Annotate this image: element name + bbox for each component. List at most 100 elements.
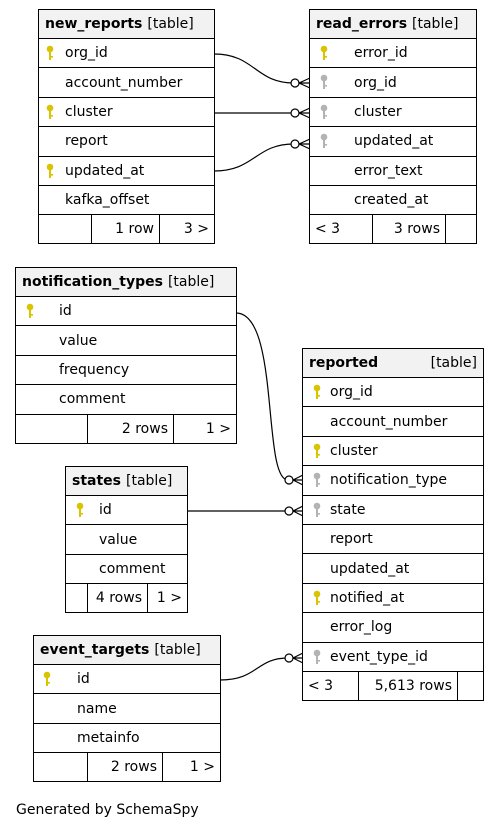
- column-row[interactable]: report: [303, 525, 483, 555]
- primary-key-icon: [46, 45, 54, 60]
- column-row[interactable]: account_number: [39, 68, 214, 98]
- children-link[interactable]: 1 >: [189, 759, 215, 776]
- table-states[interactable]: states [table] id value comment 4 rows 1…: [65, 466, 188, 614]
- footer-cell: [66, 584, 88, 613]
- column-name: error_id: [354, 45, 408, 62]
- column-row[interactable]: org_id: [303, 378, 483, 408]
- table-footer: 2 rows 1 >: [16, 414, 236, 443]
- table-header: notification_types [table]: [16, 268, 236, 297]
- table-notification-types[interactable]: notification_types [table] id value freq…: [15, 267, 237, 444]
- column-row[interactable]: notification_type: [303, 466, 483, 496]
- column-row[interactable]: cluster: [303, 437, 483, 467]
- foreign-key-icon: [313, 649, 321, 664]
- column-row[interactable]: org_id: [310, 68, 476, 98]
- column-row[interactable]: cluster: [39, 98, 214, 128]
- table-header: reported [table]: [303, 349, 483, 378]
- column-name: notified_at: [330, 589, 405, 606]
- column-name: comment: [59, 391, 126, 408]
- table-new-reports[interactable]: new_reports [table] org_id account_numbe…: [38, 9, 215, 245]
- column-name: cluster: [330, 442, 378, 459]
- column-row[interactable]: updated_at: [310, 127, 476, 157]
- foreign-key-icon: [313, 472, 321, 488]
- column-row[interactable]: error_log: [303, 613, 483, 643]
- children-link[interactable]: 1 >: [156, 590, 182, 607]
- column-row[interactable]: org_id: [39, 39, 214, 69]
- column-row[interactable]: id: [16, 297, 236, 327]
- column-name: report: [330, 531, 373, 548]
- table-type-tag: [table]: [430, 355, 477, 371]
- table-type-tag: [table]: [147, 16, 194, 32]
- column-name: value: [99, 531, 138, 548]
- primary-key-icon: [313, 443, 321, 458]
- column-name: id: [99, 502, 112, 519]
- row-count: 4 rows: [88, 584, 148, 613]
- column-row[interactable]: error_id: [310, 39, 476, 69]
- column-row[interactable]: error_text: [310, 157, 476, 186]
- column-row[interactable]: updated_at: [39, 157, 214, 186]
- column-name: value: [59, 332, 98, 349]
- column-name: created_at: [354, 192, 429, 209]
- row-count: 2 rows: [88, 414, 174, 443]
- row-count: 5,613 rows: [359, 671, 458, 700]
- column-row[interactable]: frequency: [16, 356, 236, 386]
- row-count: 1 row: [92, 215, 160, 244]
- column-name: kafka_offset: [65, 192, 150, 209]
- column-name: id: [77, 671, 90, 688]
- parents-link[interactable]: < 3: [310, 215, 373, 244]
- column-row[interactable]: report: [39, 127, 214, 157]
- primary-key-icon: [313, 590, 321, 605]
- relation-line-notification-type: [235, 312, 289, 481]
- children-link[interactable]: 1 >: [205, 420, 231, 437]
- column-name: event_type_id: [330, 648, 428, 665]
- column-name: error_log: [330, 619, 393, 636]
- table-name: event_targets: [40, 642, 150, 658]
- table-footer: < 3 3 rows: [310, 215, 476, 244]
- relation-line-org-id: [213, 53, 295, 84]
- column-row[interactable]: value: [66, 525, 187, 555]
- table-type-tag: [table]: [126, 473, 173, 489]
- column-row[interactable]: value: [16, 326, 236, 356]
- column-row[interactable]: event_type_id: [303, 643, 483, 672]
- table-reported[interactable]: reported [table] org_id account_number c…: [302, 348, 484, 701]
- children-link[interactable]: 3 >: [183, 221, 209, 238]
- column-row[interactable]: comment: [66, 555, 187, 585]
- foreign-key-icon: [313, 502, 321, 517]
- primary-key-icon: [46, 104, 54, 119]
- table-name: reported: [309, 355, 379, 371]
- footer-cell: [34, 753, 88, 782]
- table-read-errors[interactable]: read_errors [table] error_id org_id clus…: [309, 9, 477, 245]
- table-name: states: [72, 473, 121, 489]
- primary-key-icon: [43, 671, 51, 686]
- column-name: org_id: [354, 74, 397, 91]
- column-row[interactable]: id: [66, 496, 187, 526]
- column-row[interactable]: account_number: [303, 407, 483, 437]
- column-row[interactable]: cluster: [310, 98, 476, 128]
- column-row[interactable]: id: [34, 665, 220, 695]
- column-name: frequency: [59, 361, 130, 378]
- table-name: notification_types: [22, 274, 163, 290]
- table-name: read_errors: [316, 16, 408, 32]
- column-row[interactable]: updated_at: [303, 554, 483, 584]
- table-footer: 2 rows 1 >: [34, 753, 220, 782]
- relation-line-event-type-id: [219, 657, 289, 681]
- parents-link[interactable]: < 3: [303, 671, 359, 700]
- footer-cell: [16, 414, 88, 443]
- column-name: report: [65, 133, 108, 150]
- foreign-key-icon: [320, 75, 328, 90]
- column-name: comment: [99, 560, 166, 577]
- column-row[interactable]: name: [34, 694, 220, 724]
- footer-cell: [39, 215, 92, 244]
- column-row[interactable]: notified_at: [303, 584, 483, 614]
- column-row[interactable]: comment: [16, 385, 236, 415]
- column-name: updated_at: [354, 133, 434, 150]
- column-row[interactable]: kafka_offset: [39, 186, 214, 216]
- table-footer: 1 row 3 >: [39, 215, 214, 244]
- column-row[interactable]: metainfo: [34, 724, 220, 754]
- column-name: name: [77, 700, 117, 717]
- table-header: read_errors [table]: [310, 10, 476, 39]
- column-row[interactable]: state: [303, 496, 483, 525]
- column-row[interactable]: created_at: [310, 186, 476, 216]
- table-event-targets[interactable]: event_targets [table] id name metainfo 2…: [33, 635, 221, 783]
- foreign-key-icon: [320, 104, 328, 119]
- table-header: new_reports [table]: [39, 10, 214, 39]
